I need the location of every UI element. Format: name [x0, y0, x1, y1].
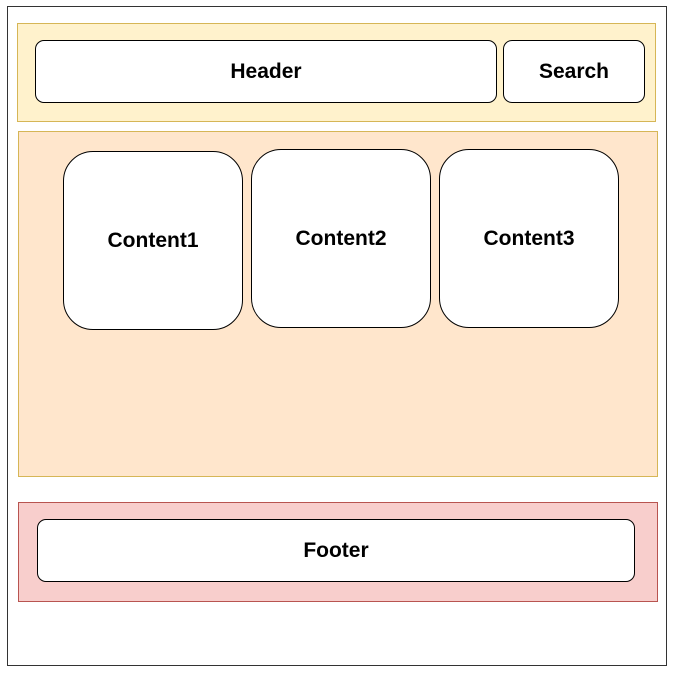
footer-box: Footer: [37, 519, 635, 582]
search-label: Search: [538, 59, 610, 83]
search-box: Search: [503, 40, 645, 103]
content-box-1: Content1: [63, 151, 243, 330]
header-box: Header: [35, 40, 497, 103]
footer-label: Footer: [303, 538, 369, 562]
content-label-1: Content1: [107, 228, 199, 252]
content-label-3: Content3: [483, 226, 575, 250]
content-box-3: Content3: [439, 149, 619, 328]
content-label-2: Content2: [295, 226, 387, 250]
content-box-2: Content2: [251, 149, 431, 328]
header-label: Header: [230, 59, 302, 83]
